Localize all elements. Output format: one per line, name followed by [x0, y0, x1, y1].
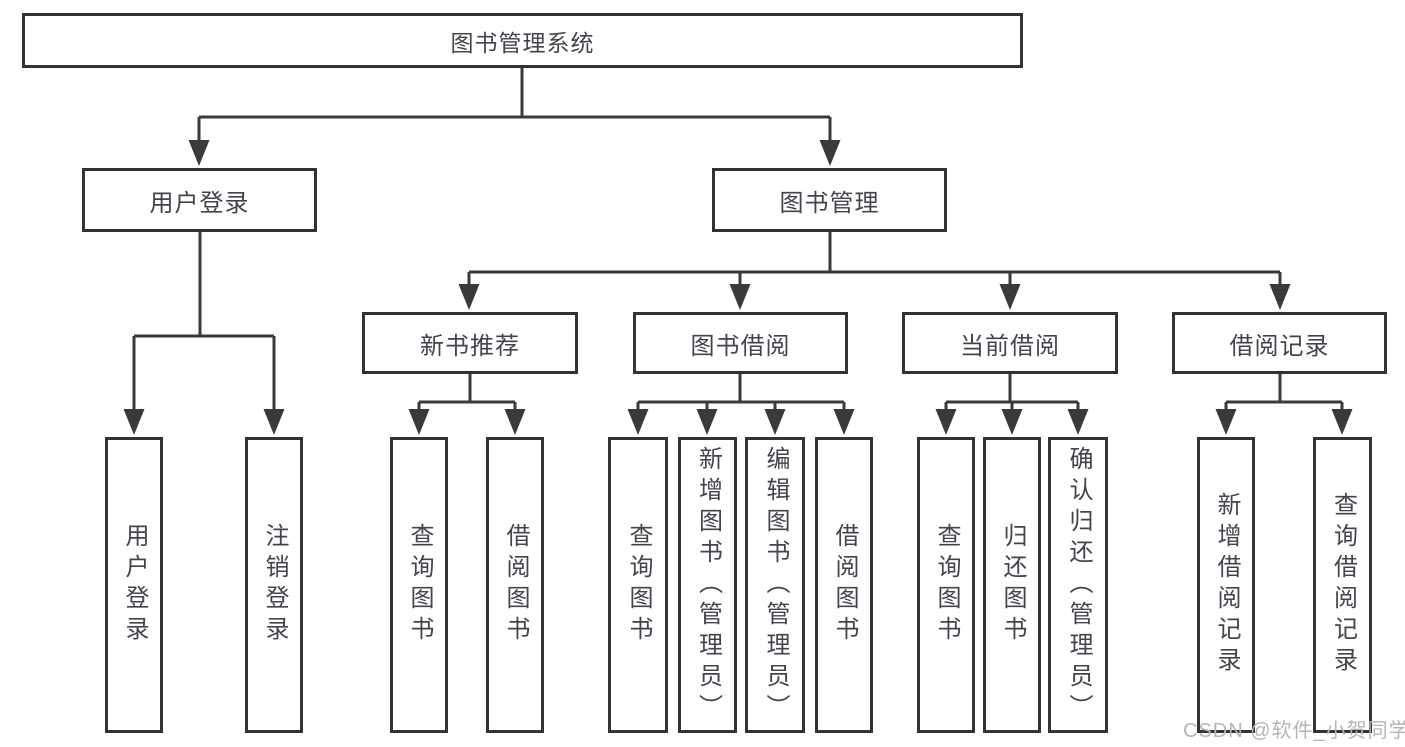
leaf-label: 新增借阅记录: [1213, 492, 1240, 678]
leaf-record-query-borrow-record: 查询借阅记录: [1313, 437, 1372, 733]
leaf-user-login: 用户登录: [105, 437, 163, 733]
leaf-borrow-edit-book-admin: 编辑图书（管理员）: [745, 437, 805, 733]
node-library-management-system: 图书管理系统: [22, 13, 1023, 68]
leaf-record-add-borrow-record: 新增借阅记录: [1197, 437, 1255, 733]
csdn-watermark: CSDN @软件_小贺同学: [1183, 720, 1405, 742]
node-label: 图书借阅: [690, 332, 791, 360]
leaf-label: 查询借阅记录: [1329, 492, 1357, 678]
leaf-current-return-book: 归还图书: [983, 437, 1041, 733]
leaf-label: 借阅图书: [502, 523, 529, 647]
leaf-label: 借阅图书: [831, 523, 858, 647]
arrowhead-icons: [123, 140, 1353, 435]
leaf-label: 编辑图书（管理员）: [762, 445, 789, 725]
leaf-label: 归还图书: [999, 523, 1026, 647]
leaf-label: 查询图书: [406, 523, 433, 647]
node-label: 图书管理系统: [450, 29, 595, 56]
leaf-label: 新增图书（管理员）: [694, 445, 722, 725]
node-book-management-branch: 图书管理: [712, 168, 947, 232]
leaf-borrow-add-book-admin: 新增图书（管理员）: [678, 437, 737, 733]
node-label: 用户登录: [149, 189, 250, 217]
node-label: 借阅记录: [1229, 332, 1330, 360]
leaf-borrow-query-book: 查询图书: [608, 437, 668, 733]
node-label: 新书推荐: [420, 332, 520, 360]
node-label: 图书管理: [779, 189, 880, 217]
leaf-newrec-query-book: 查询图书: [390, 437, 448, 733]
leaf-label: 查询图书: [933, 523, 960, 647]
leaf-label: 注销登录: [261, 523, 288, 647]
leaf-current-query-book: 查询图书: [917, 437, 975, 733]
node-new-book-recommend: 新书推荐: [362, 312, 578, 374]
node-label: 当前借阅: [960, 332, 1060, 360]
leaf-newrec-borrow-book: 借阅图书: [486, 437, 544, 733]
leaf-borrow-borrow-book: 借阅图书: [815, 437, 873, 733]
node-borrowing-records: 借阅记录: [1172, 312, 1387, 374]
leaf-label: 确认归还（管理员）: [1065, 445, 1092, 725]
node-book-borrowing: 图书借阅: [633, 312, 848, 374]
leaf-label: 用户登录: [121, 523, 148, 647]
node-current-borrowing: 当前借阅: [902, 312, 1118, 374]
leaf-label: 查询图书: [625, 523, 652, 647]
leaf-current-confirm-return-admin: 确认归还（管理员）: [1048, 437, 1108, 733]
node-user-login-branch: 用户登录: [82, 168, 317, 232]
leaf-logout: 注销登录: [245, 437, 303, 733]
